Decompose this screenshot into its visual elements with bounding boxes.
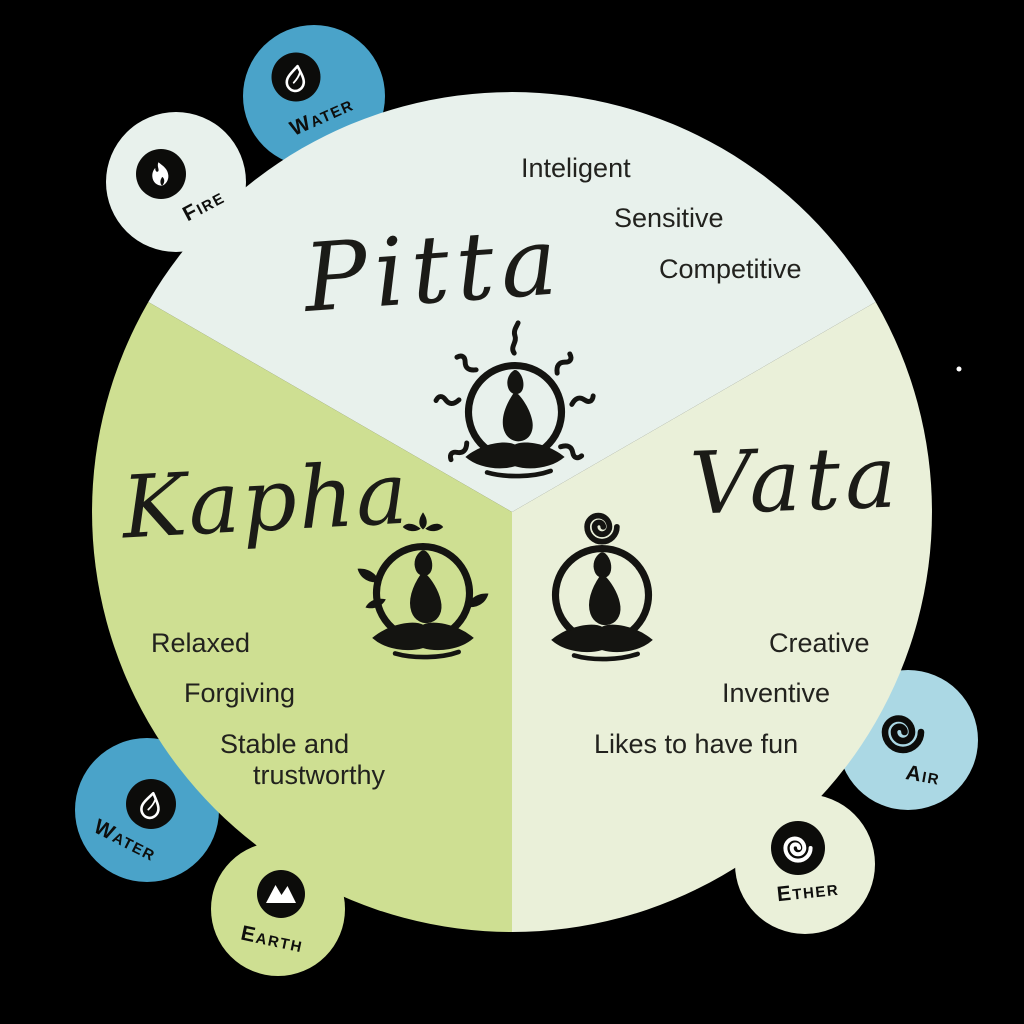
kapha-trait: Relaxed — [151, 628, 251, 658]
sector-title-pitta: Pitta — [300, 207, 568, 334]
leaf-icon — [357, 568, 489, 609]
sector-title-vata: Vata — [688, 427, 904, 535]
mountain-icon — [257, 870, 305, 918]
vata-trait: Inventive — [722, 678, 831, 708]
fire-icon — [136, 149, 186, 199]
sector-vata — [512, 302, 932, 932]
sector-title-kapha: Kapha — [119, 443, 412, 559]
pitta-trait: Sensitive — [614, 203, 724, 233]
dosha-wheel — [92, 92, 932, 932]
sector-kapha — [92, 302, 512, 932]
vata-trait: Likes to have fun — [594, 729, 799, 759]
sector-pitta — [148, 92, 876, 513]
artifact-dot — [956, 366, 962, 372]
water-drop-icon — [271, 52, 321, 102]
lotus-icon — [402, 512, 444, 532]
pitta-trait: Inteligent — [521, 153, 631, 183]
pitta-trait: Competitive — [659, 254, 802, 284]
spiral-icon — [771, 821, 825, 875]
water-drop-icon — [126, 779, 176, 829]
kapha-meditator-with-lotus — [357, 512, 489, 657]
kapha-trait: Stable and trustworthy — [220, 729, 386, 791]
kapha-trait: Forgiving — [184, 678, 296, 708]
vata-trait: Creative — [769, 628, 870, 658]
